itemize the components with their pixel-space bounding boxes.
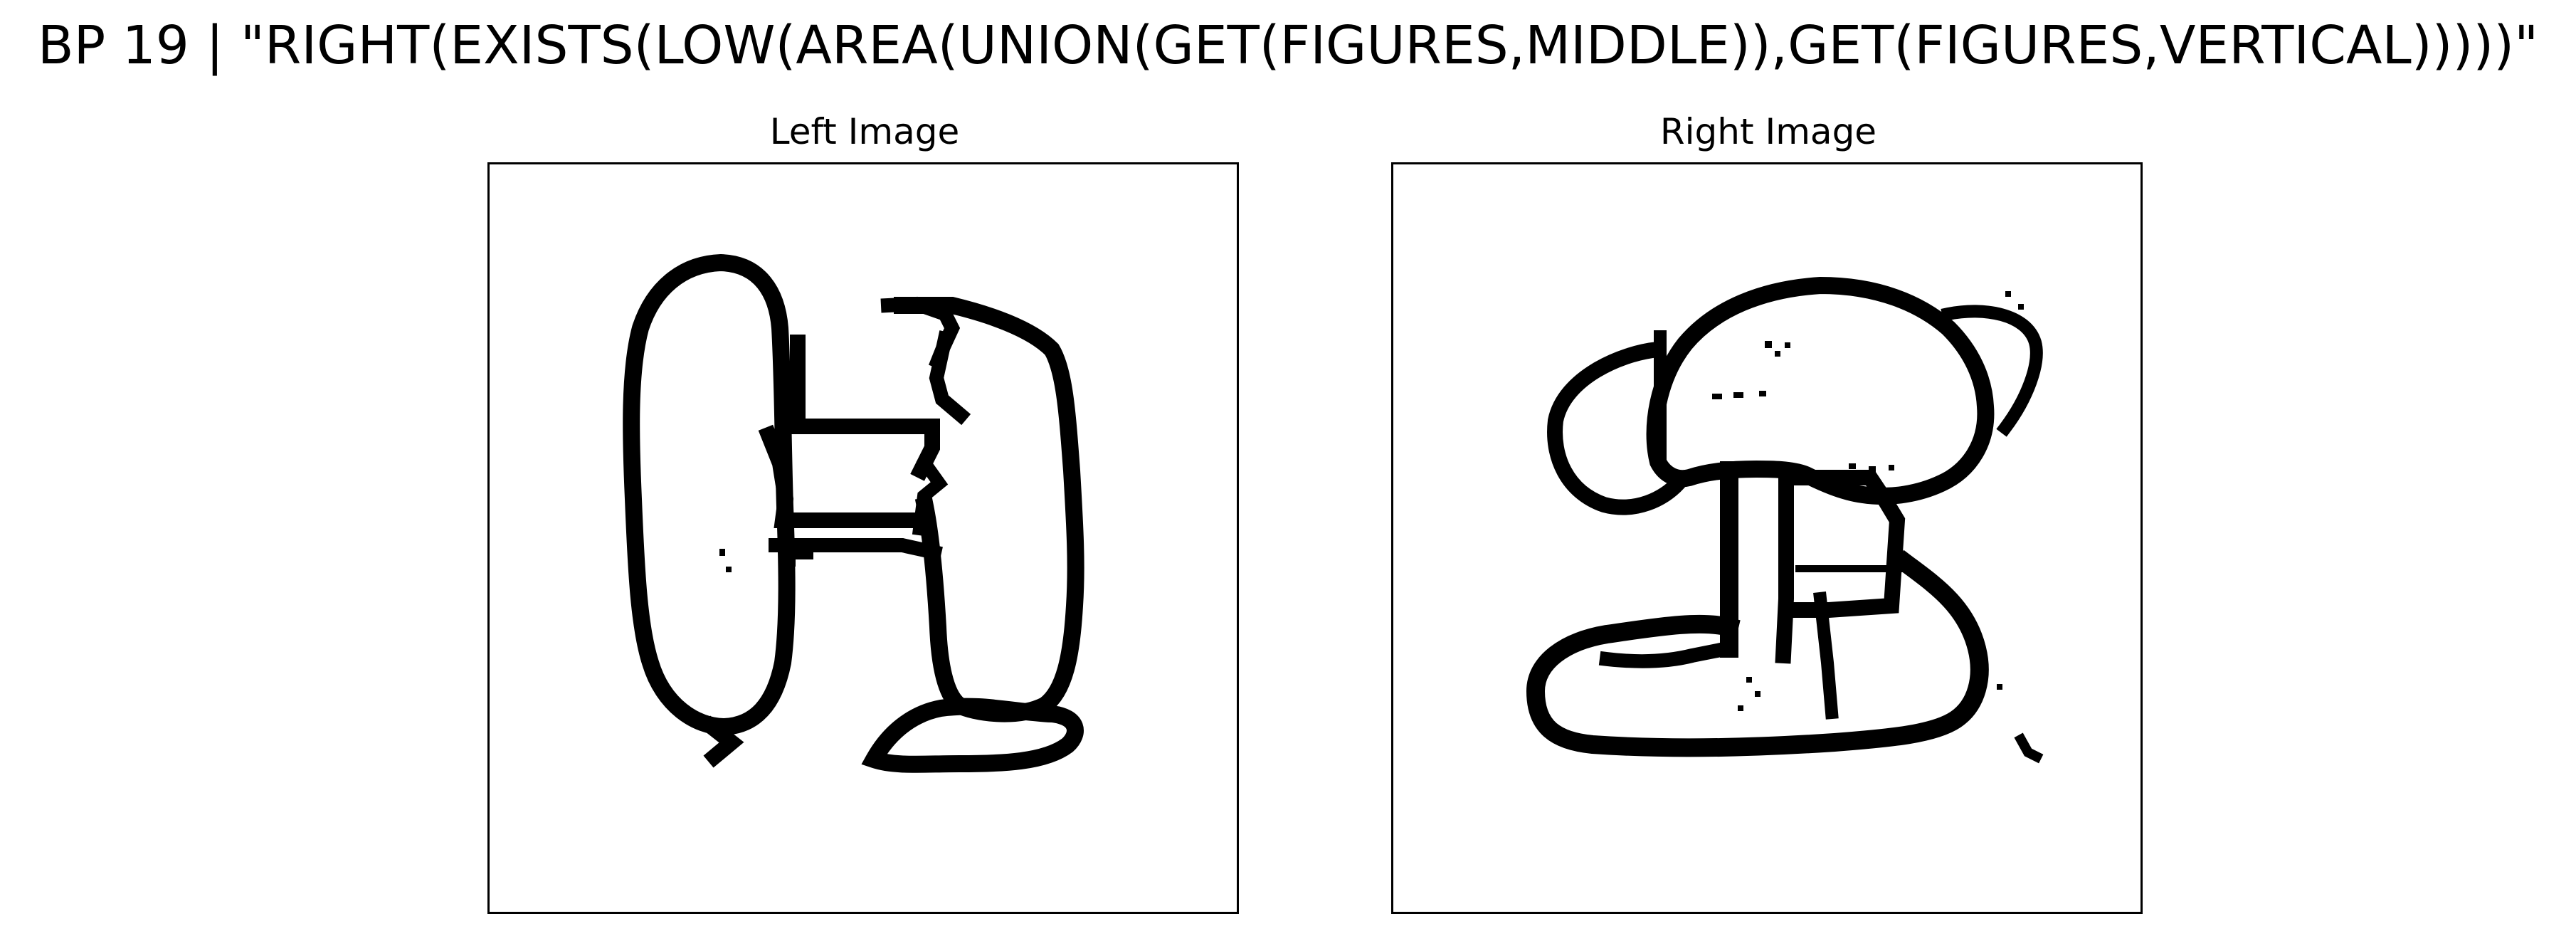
- left-oval-tail: [700, 715, 744, 768]
- cap-shape: [1646, 276, 1995, 505]
- right-inner-lobe: [929, 330, 971, 426]
- speck-r10: [1869, 466, 1876, 472]
- speck-4: [726, 567, 732, 572]
- speck-r1: [1765, 341, 1772, 348]
- base-right-slab: [1813, 591, 1839, 720]
- left-image-drawing: [623, 253, 1084, 773]
- speck-r3: [1785, 342, 1790, 348]
- left-image-panel: [487, 162, 1239, 914]
- upper-connector-shape: [790, 335, 940, 481]
- speck-r14: [1738, 705, 1743, 711]
- speck-2: [628, 463, 633, 469]
- bottom-swoop-shape: [861, 698, 1084, 773]
- speck-r11: [1889, 465, 1894, 470]
- speck-r6: [1759, 391, 1766, 396]
- speck-3: [719, 549, 725, 556]
- right-ear-shape: [1941, 305, 2043, 437]
- speck-r13: [1755, 691, 1761, 697]
- left-ear-shape: [1547, 340, 1689, 515]
- right-panel-title: Right Image: [1659, 111, 1877, 152]
- speck-r2: [1775, 351, 1780, 357]
- middle-bracket-shape: [758, 424, 935, 528]
- right-image-panel: [1391, 162, 2143, 914]
- base-inner-curve: [1598, 640, 1736, 669]
- speck-r4: [1712, 394, 1722, 399]
- left-oval-shape: [623, 253, 796, 736]
- speck-r5: [1733, 392, 1743, 398]
- speck-r9: [1849, 463, 1856, 469]
- figure-title: BP 19 | "RIGHT(EXISTS(LOW(AREA(UNION(GET…: [37, 15, 2539, 76]
- right-image-drawing: [1526, 276, 2044, 764]
- right-tail-speck: [2014, 732, 2044, 764]
- middle-lower-stub: [781, 545, 813, 567]
- speck-r8: [2018, 304, 2024, 310]
- left-panel-title: Left Image: [769, 111, 960, 152]
- stem-box-shape: [1775, 467, 1906, 664]
- speck-r15: [1997, 684, 2002, 690]
- speck-r12: [1746, 677, 1752, 683]
- speck-1: [626, 371, 632, 377]
- base-shape: [1526, 549, 1989, 757]
- right-lumpy-shape: [894, 297, 1084, 722]
- speck-r7: [2005, 291, 2011, 297]
